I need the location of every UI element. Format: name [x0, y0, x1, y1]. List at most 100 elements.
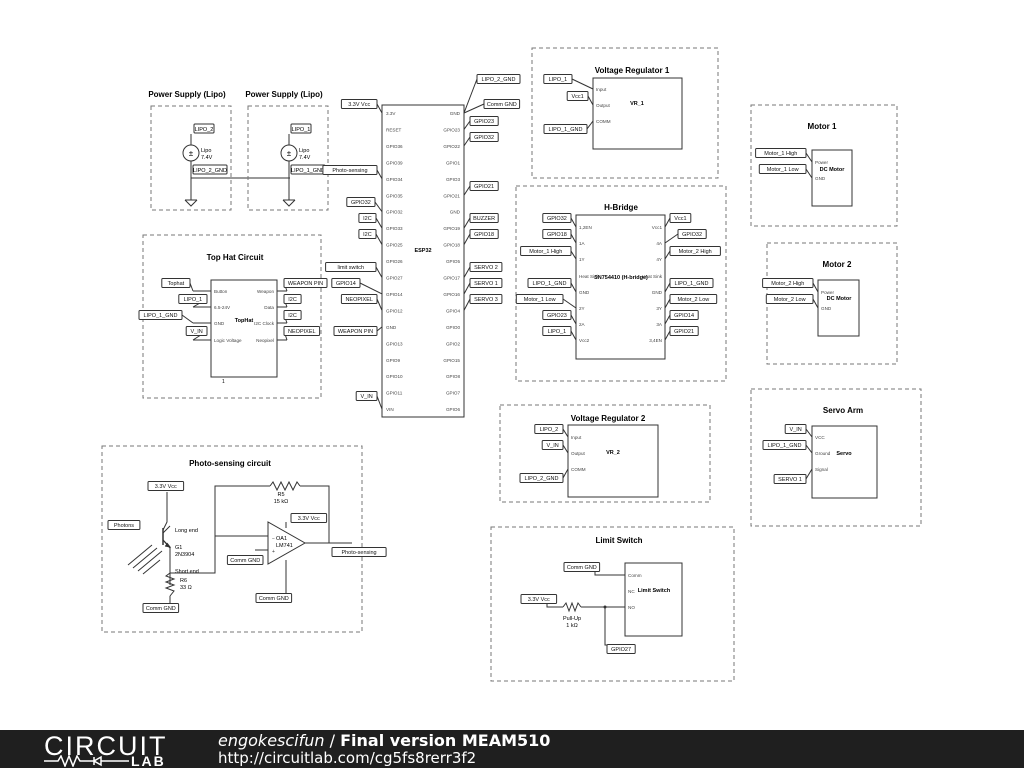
net-tag-lipo-1: [543, 74, 573, 84]
wire: [570, 250, 577, 260]
net-label-v-in: V_IN: [360, 394, 372, 400]
net-tag-weapon-pin: [283, 278, 328, 288]
g1-value: 2N3904: [175, 552, 194, 558]
wire: [664, 298, 671, 309]
photo-frame: [101, 445, 363, 633]
pin-label-gpio21: GPIO21: [443, 193, 460, 198]
wire: [587, 95, 594, 106]
net-tag-comm-gnd: [255, 593, 293, 603]
vr2-section: Voltage Regulator 2 VR_2 InputOutputCOMM…: [499, 404, 711, 503]
net-label-lipo-1: LIPO_1: [549, 77, 568, 83]
wire: [374, 201, 383, 212]
motor1-title: Motor 1: [808, 122, 837, 131]
tophat-pin-one: 1: [222, 379, 225, 385]
net-tag-gpio32: [677, 229, 707, 239]
net-label-v-in: V_IN: [789, 427, 801, 433]
r6-value: 33 Ω: [180, 585, 192, 591]
net-tag-buzzer: [469, 213, 499, 223]
pin-label-gpio16: GPIO16: [443, 292, 460, 297]
net-label-motor-2-low: Motor_2 Low: [774, 297, 806, 303]
net-tag-motor-2-high: [669, 246, 721, 256]
net-tag-lipo-1-gnd: [527, 278, 572, 288]
net-label-neopixel: NEOPIXEL: [288, 329, 316, 335]
pin-label-gpio2: GPIO2: [446, 341, 460, 346]
pin-label-1y: 1Y: [579, 257, 585, 262]
tophat-chip-label: TopHat: [235, 318, 254, 324]
net-label-comm-gnd: Comm GND: [230, 558, 260, 564]
wire: [570, 314, 577, 325]
pin-label-reset: RESET: [386, 127, 402, 132]
pin-label-gpio0: GPIO0: [446, 325, 460, 330]
pin-label-gnd: GND: [815, 176, 826, 181]
net-label-servo-1: SERVO 1: [474, 281, 498, 287]
pin-label-gpio4: GPIO4: [446, 308, 460, 313]
resistor-pullup-symbol: [562, 601, 582, 613]
pin-label-gpio10: GPIO10: [386, 374, 403, 379]
vr1-chip-label: VR_1: [630, 101, 644, 107]
limit-section: Limit Switch Limit Switch Pull-Up 1 kΩ C…: [490, 526, 735, 682]
net-label-gpio18: GPIO18: [547, 232, 567, 238]
pin-label-gnd: GND: [214, 321, 225, 326]
wire: [375, 266, 383, 278]
r5-name: R5: [277, 492, 284, 498]
svg-text:+: +: [272, 549, 275, 555]
net-tag-motor-2-low: [669, 294, 718, 304]
battery-2-name: Lipo: [299, 148, 309, 154]
net-tag-comm-gnd: [142, 603, 180, 613]
battery-2-voltage: 7.4V: [299, 155, 311, 161]
net-tag-comm-gnd: [563, 562, 601, 572]
net-tag-lipo-1: [178, 294, 208, 304]
pin-label-1a: 1A: [579, 241, 586, 246]
pin-label-gpio25: GPIO25: [386, 243, 403, 248]
net-label-v-in: V_IN: [546, 443, 558, 449]
schematic-url[interactable]: http://circuitlab.com/cg5fs8rerr3f2: [218, 749, 477, 767]
opamp-oa1-symbol: [267, 521, 307, 565]
net-label-gpio32: GPIO32: [351, 200, 371, 206]
pin-label-button: Button: [214, 289, 228, 294]
pin-label-gpio39: GPIO39: [386, 160, 403, 165]
pin-label-gpio17: GPIO17: [443, 276, 460, 281]
net-tag-motor-2-low: [765, 294, 814, 304]
pin-label-gpio1: GPIO1: [446, 160, 460, 165]
pin-label-6-5-24v: 6.5-24V: [214, 305, 231, 310]
tophat-frame: [142, 234, 322, 399]
wire: [562, 468, 569, 479]
pin-label-gpio19: GPIO19: [443, 226, 460, 231]
resistor-r5-symbol: [269, 480, 301, 492]
pin-label-no: NO: [628, 605, 635, 610]
hbridge-chip-label: SN754410 (H-bridge): [594, 275, 648, 281]
motor2-chip-label: DC Motor: [827, 296, 853, 302]
vr1-frame: [531, 47, 719, 179]
author-link[interactable]: engokescifun: [218, 731, 325, 750]
pin-label-3-3v: 3.3V: [386, 111, 396, 116]
photo-title: Photo-sensing circuit: [189, 459, 271, 468]
pullup-name: Pull-Up: [563, 616, 581, 622]
net-tag-v-in: [784, 424, 807, 434]
wire: [463, 266, 471, 278]
wire: [463, 136, 471, 147]
net-tag-lipo-2-gnd: [476, 74, 521, 84]
pin-label-3y: 3Y: [656, 306, 662, 311]
motor1-frame: [750, 104, 898, 227]
net-label-weapon-pin: WEAPON PIN: [338, 329, 373, 335]
servo-chip-label: Servo: [836, 451, 852, 457]
net-tag-gpio18: [469, 229, 499, 239]
net-tag-motor-2-high: [762, 278, 814, 288]
wire: [586, 120, 594, 130]
pin-label-2a: 2A: [579, 322, 586, 327]
battery-1-voltage: 7.4V: [201, 155, 213, 161]
wire: [562, 444, 569, 454]
net-tag-motor-1-high: [755, 148, 807, 158]
net-tag-vcc1: [566, 91, 589, 101]
net-tag-vcc1: [669, 213, 692, 223]
tophat-title: Top Hat Circuit: [207, 253, 264, 262]
wire: [664, 314, 671, 325]
tophat-chip: [210, 279, 278, 378]
net-label-servo-2: SERVO 2: [474, 265, 498, 271]
pin-label-nc: NC: [628, 589, 635, 594]
wire: [805, 152, 813, 163]
pin-label-power: Power: [821, 290, 834, 295]
circuitlab-logo[interactable]: LAB: [44, 753, 174, 769]
net-tag-comm-gnd: [483, 99, 521, 109]
wire: [463, 298, 471, 311]
